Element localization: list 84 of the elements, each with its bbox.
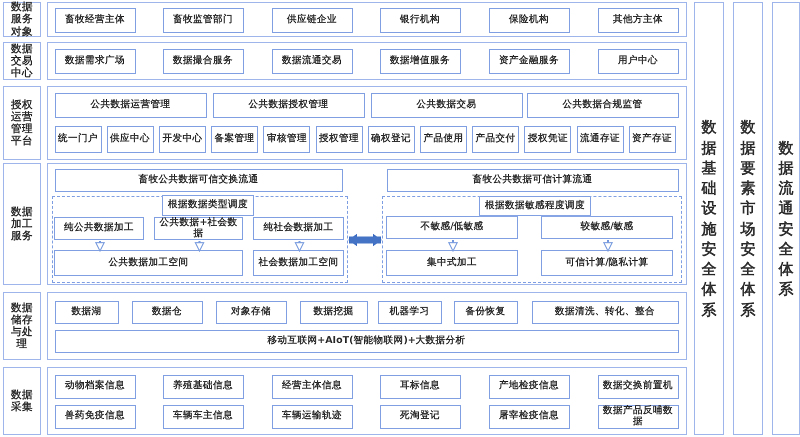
process-box: 供应中心 — [106, 126, 154, 152]
process-box: 开发中心 — [158, 126, 206, 152]
process-box: 对象存储 — [216, 300, 286, 324]
process-box: 数据清洗、转化、整合 — [532, 300, 678, 324]
process-box: 数据仓 — [132, 300, 202, 324]
process-box: 保险机构 — [488, 8, 570, 32]
process-box: 授权管理 — [316, 126, 362, 152]
dashed-group-box — [52, 196, 348, 282]
layer-label: 授权运营管理平台 — [3, 86, 41, 160]
process-box: 供应链企业 — [272, 8, 352, 32]
process-box: 产品使用 — [420, 126, 467, 152]
process-box: 经营主体信息 — [272, 374, 352, 398]
process-box: 公共数据授权管理 — [212, 92, 364, 118]
process-box: 兽药免疫信息 — [54, 404, 136, 428]
process-box: 纯社会数据加工 — [253, 217, 344, 240]
process-box: 审核管理 — [263, 126, 310, 152]
process-box: 数据增值服务 — [380, 48, 460, 74]
process-box: 根据数据敏感程度调度 — [479, 196, 591, 216]
process-box: 数据需求广场 — [54, 48, 136, 74]
process-box: 公共数据+社会数据 — [154, 217, 243, 240]
process-box: 资产存证 — [628, 126, 676, 152]
layer-label: 数据交易中心 — [3, 42, 41, 80]
process-box: 畜牧公共数据可信计算流通 — [386, 168, 678, 192]
process-box: 移动互联网+AIoT(智能物联网)+大数据分析 — [54, 330, 678, 352]
process-box: 纯公共数据加工 — [54, 217, 144, 240]
process-box: 数据湖 — [54, 300, 118, 324]
process-box: 公共数据运营管理 — [54, 92, 206, 118]
process-box: 根据数据类型调度 — [162, 195, 254, 216]
process-box: 银行机构 — [380, 8, 460, 32]
process-box: 公共数据加工空间 — [54, 250, 243, 276]
process-box: 备份恢复 — [454, 300, 518, 324]
process-box: 社会数据加工空间 — [253, 250, 344, 276]
process-box: 畜牧监管部门 — [162, 8, 244, 32]
arrow — [294, 241, 304, 252]
process-box: 备案管理 — [211, 126, 258, 152]
arrow — [448, 240, 458, 252]
process-box: 耳标信息 — [380, 374, 460, 398]
process-box: 流通存证 — [576, 126, 624, 152]
process-box: 资产金融服务 — [488, 48, 570, 74]
layer-label: 数据采集 — [3, 367, 41, 435]
arrow — [95, 241, 105, 252]
dashed-group-box — [382, 196, 682, 282]
process-box: 机器学习 — [378, 300, 442, 324]
process-box: 产品交付 — [472, 126, 520, 152]
layer-label: 数据服务对象 — [3, 2, 41, 37]
arrow — [194, 241, 204, 252]
process-box: 产地检疫信息 — [488, 374, 570, 398]
arrow — [603, 240, 613, 252]
layer-panel — [47, 367, 687, 435]
process-box: 公共数据交易 — [370, 92, 522, 118]
process-box: 集中式加工 — [386, 250, 518, 276]
process-box: 确权登记 — [368, 126, 415, 152]
process-box: 其他方主体 — [598, 8, 678, 32]
layer-panel — [47, 2, 687, 37]
layer-label: 数据储存与处理 — [3, 292, 41, 360]
process-box: 车辆车主信息 — [162, 404, 244, 428]
security-column: 数据流通安全体系 — [772, 2, 800, 435]
layer-label: 数据加工服务 — [3, 163, 41, 285]
layer-panel — [47, 292, 687, 360]
process-box: 数据交换前置机 — [598, 374, 678, 398]
process-box: 死淘登记 — [380, 404, 460, 428]
process-box: 数据产品反哺数据 — [598, 404, 678, 428]
double-arrow — [348, 234, 382, 246]
process-box: 不敏感/低敏感 — [386, 216, 518, 239]
process-box: 畜牧经营主体 — [54, 8, 136, 32]
process-box: 车辆运输轨迹 — [272, 404, 352, 428]
process-box: 公共数据合规监管 — [526, 92, 678, 118]
security-column: 数据要素市场安全体系 — [733, 2, 763, 435]
process-box: 屠宰检疫信息 — [488, 404, 570, 428]
process-box: 养殖基础信息 — [162, 374, 244, 398]
layer-panel — [47, 163, 687, 285]
security-column: 数据基础设施安全体系 — [694, 2, 724, 435]
layer-panel — [47, 86, 687, 160]
process-box: 统一门户 — [54, 126, 102, 152]
layer-panel — [47, 42, 687, 80]
process-box: 数据挖掘 — [300, 300, 368, 324]
process-box: 可信计算/隐私计算 — [541, 250, 673, 276]
process-box: 畜牧公共数据可信交换流通 — [54, 168, 342, 192]
process-box: 动物档案信息 — [54, 374, 136, 398]
process-box: 数据撮合服务 — [162, 48, 244, 74]
process-box: 较敏感/敏感 — [541, 216, 673, 239]
process-box: 授权凭证 — [524, 126, 572, 152]
process-box: 用户中心 — [598, 48, 678, 74]
process-box: 数据流通交易 — [272, 48, 352, 74]
